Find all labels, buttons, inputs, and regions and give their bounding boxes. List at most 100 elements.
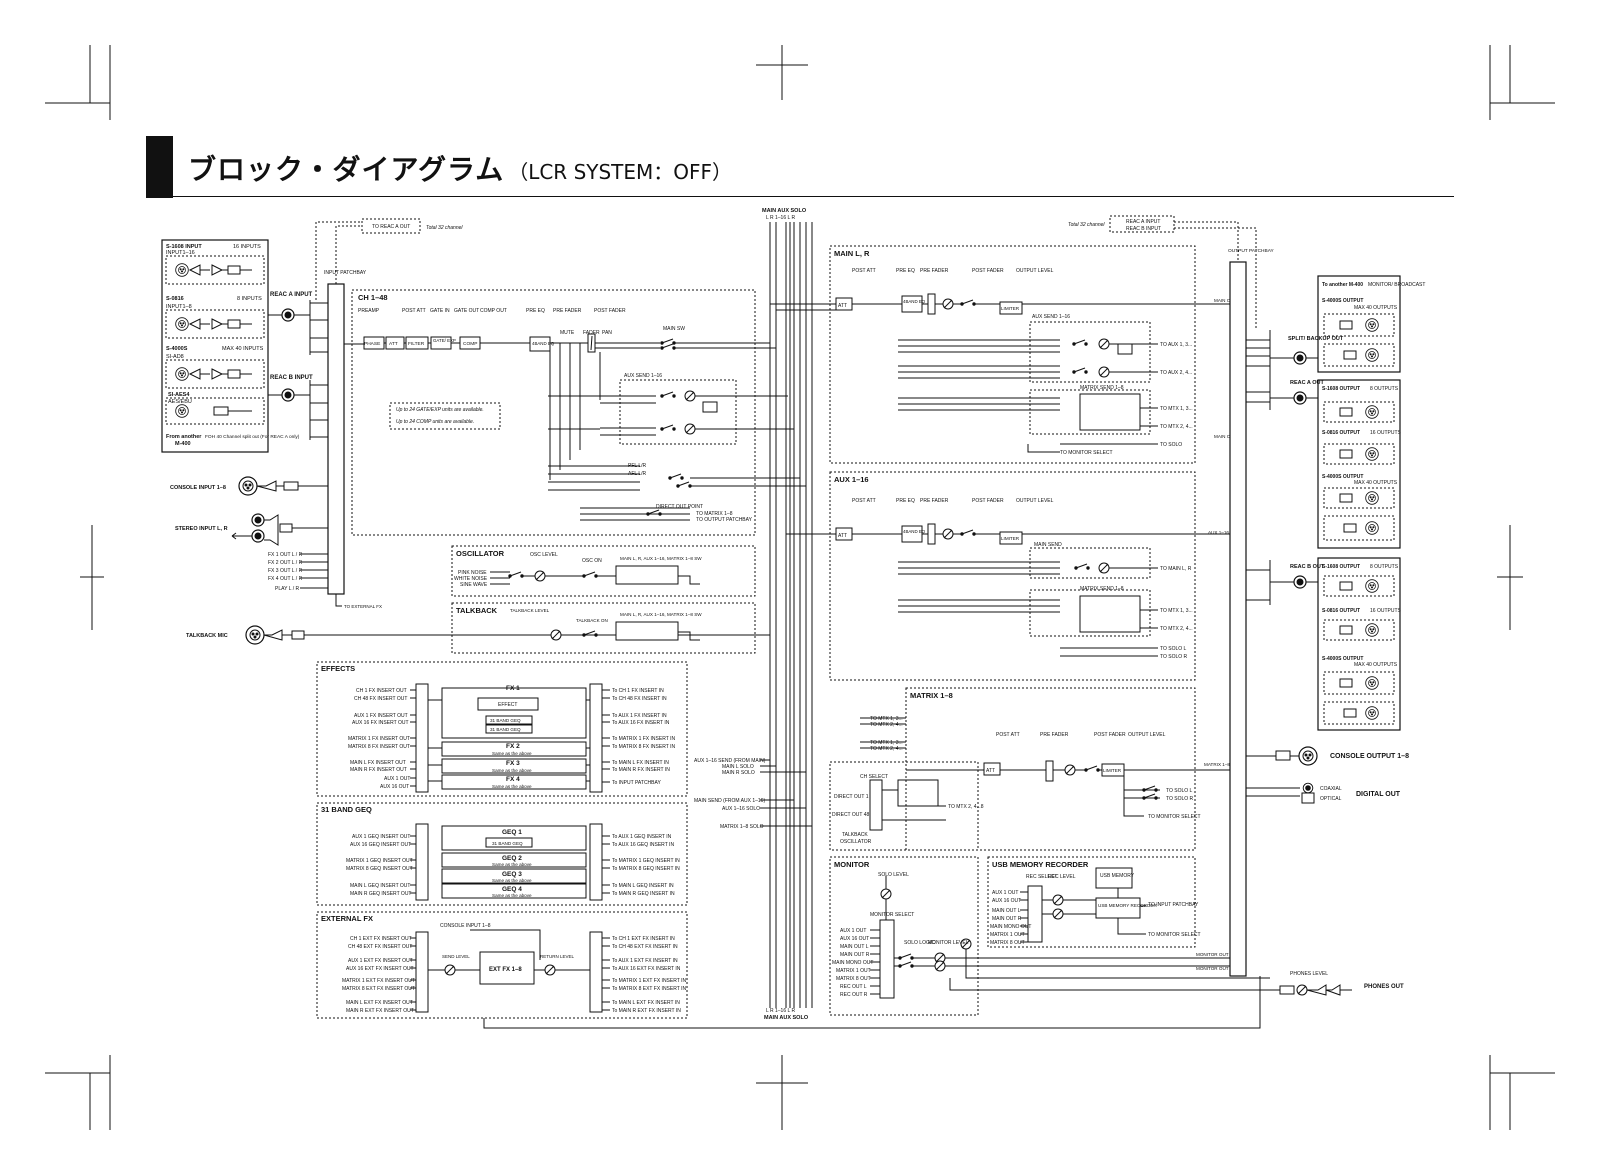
usb-in-2: MAIN OUT L xyxy=(992,908,1021,914)
fx3-note: Same as the above xyxy=(492,768,532,773)
ch-section xyxy=(344,289,806,536)
fx-in-2: AUX 1 FX INSERT OUT xyxy=(354,713,408,719)
extfx-in-5: MATRIX 8 EXT FX INSERT OUT xyxy=(342,986,415,992)
extfx-in-2: AUX 1 EXT FX INSERT OUT xyxy=(348,958,413,964)
ch-mute: MUTE xyxy=(560,330,575,336)
optical-label: OPTICAL xyxy=(1320,796,1342,802)
extfx-out-7: To MAIN R EXT FX INSERT IN xyxy=(612,1008,681,1014)
matrix-out: MATRIX 1–8 OUT xyxy=(1204,762,1241,767)
fx1-out-label: FX 1 OUT L / R xyxy=(268,552,303,558)
matrix-talkback: TALKBACK xyxy=(842,832,868,838)
matrix-aux-solo: AUX 1–16 SOLO xyxy=(722,806,760,812)
usb-to-monitor: TO MONITOR SELECT xyxy=(1148,932,1201,938)
reac-b-input-label: REAC B INPUT xyxy=(270,375,313,381)
osc-title: OSCILLATOR xyxy=(456,549,505,558)
reac-input-labels: REAC A INPUT REAC B INPUT xyxy=(270,292,313,381)
s4000s-label: S-4000S xyxy=(166,346,188,352)
geq-title: 31 BAND GEQ xyxy=(321,805,372,814)
fx-geq-b: 31 BAND GEQ xyxy=(490,727,521,732)
fx-out-0: To CH 1 FX INSERT IN xyxy=(612,688,664,694)
usb-in-3: MAIN OUT R xyxy=(992,916,1022,922)
console-input-label: CONSOLE INPUT 1–8 xyxy=(170,485,226,491)
osc-main-sw: MAIN L, R, AUX 1–16, MATRIX 1–8 SW xyxy=(620,556,702,561)
ch-main-sw: MAIN SW xyxy=(663,326,685,332)
main-prefader: PRE FADER xyxy=(920,268,949,274)
ch-compout: COMP OUT xyxy=(480,308,507,314)
main-out-l: MAIN OUT L xyxy=(1214,298,1241,303)
aux-to-mtx-odd: TO MTX 1, 3... xyxy=(1160,608,1193,614)
coaxial-label: COAXIAL xyxy=(1320,786,1342,792)
matrix-main-send: MAIN SEND (FROM AUX 1–16) xyxy=(694,798,765,804)
fx-out-7: To MAIN R FX INSERT IN xyxy=(612,767,670,773)
mon-in-3: MAIN OUT R xyxy=(840,952,870,958)
ch-att: ATT xyxy=(389,341,398,347)
geq-out-5: To MAIN R GEQ INSERT IN xyxy=(612,891,675,897)
main-out-r: MAIN OUT R xyxy=(1214,434,1242,439)
matrix-oscillator: OSCILLATOR xyxy=(840,839,872,845)
fx-in-8: AUX 1 OUT xyxy=(384,776,410,782)
console-output-label: CONSOLE OUTPUT 1–8 xyxy=(1330,753,1409,760)
to-another-label: To another M-400 xyxy=(1322,282,1363,288)
ch-aux-send: AUX SEND 1–16 xyxy=(624,373,662,379)
ch-eq: 4BAND EQ xyxy=(532,341,555,346)
aux-postfader: POST FADER xyxy=(972,498,1004,504)
mon-in-0: AUX 1 OUT xyxy=(840,928,866,934)
extfx-console-input: CONSOLE INPUT 1–8 xyxy=(440,923,491,929)
bus-top-label: MAIN AUX SOLO xyxy=(762,208,807,214)
mon-in-7: REC OUT L xyxy=(840,984,867,990)
ch-gateout: GATE OUT xyxy=(454,308,479,314)
fx2-name: FX 2 xyxy=(506,743,520,750)
usb-title: USB MEMORY RECORDER xyxy=(992,860,1089,869)
ch-to-matrix: TO MATRIX 1–8 xyxy=(696,511,733,517)
matrix-direct-out-48: DIRECT OUT 48 xyxy=(832,812,870,818)
aux-mtxsend: MATRIX SEND 1–8 xyxy=(1080,586,1124,592)
matrix-title: MATRIX 1–8 xyxy=(910,691,953,700)
matrix-to-mtx-odd-b: TO MTX 1, 3... xyxy=(870,740,903,746)
phones-level-label: PHONES LEVEL xyxy=(1290,971,1328,977)
main-att: ATT xyxy=(838,303,847,309)
main-to-mtx-even: TO MTX 2, 4... xyxy=(1160,424,1193,430)
geq4-name: GEQ 4 xyxy=(502,886,522,893)
geq-in-2: MATRIX 1 GEQ INSERT OUT xyxy=(346,858,413,864)
fx-out-2: To AUX 1 FX INSERT IN xyxy=(612,713,667,719)
main-auxsend: AUX SEND 1–16 xyxy=(1032,314,1070,320)
ch-phase: PHASE xyxy=(364,341,380,347)
matrix-to-mtx-8: TO MTX 2, 4...8 xyxy=(948,804,984,810)
extfx-out-5: To MATRIX 8 EXT FX INSERT IN xyxy=(612,986,686,992)
digital-out-label: DIGITAL OUT xyxy=(1356,791,1401,798)
fx-effect: EFFECT xyxy=(498,702,517,708)
main-outputlevel: OUTPUT LEVEL xyxy=(1016,268,1054,274)
ch-pan: PAN xyxy=(602,330,612,336)
extfx-out-4: To MATRIX 1 EXT FX INSERT IN xyxy=(612,978,686,984)
main-to-aux-even: TO AUX 2, 4... xyxy=(1160,370,1192,376)
geq-labels: 31 BAND GEQ AUX 1 GEQ INSERT OUT AUX 16 … xyxy=(321,805,680,898)
fx1-name: FX 1 xyxy=(506,685,520,692)
fx-in-3: AUX 16 FX INSERT OUT xyxy=(352,720,409,726)
osc-talkback xyxy=(451,545,756,654)
matrix-limiter: LIMITER xyxy=(1103,768,1122,773)
to-reac-a-out xyxy=(315,218,421,300)
main-eq: 4BAND EQ xyxy=(903,299,926,304)
osc-pink: PINK NOISE xyxy=(458,570,487,576)
reac-inputs xyxy=(268,300,328,440)
monitor-out-r: MONITOR OUT R xyxy=(1196,966,1234,971)
matrix-section xyxy=(760,687,1230,851)
fx-in-7: MAIN R FX INSERT OUT xyxy=(350,767,407,773)
main-section xyxy=(770,245,1230,464)
mon-in-4: MAIN MONO OUT xyxy=(832,960,873,966)
extfx-out-0: To CH 1 EXT FX INSERT IN xyxy=(612,936,675,942)
extfx-out-3: To AUX 16 EXT FX INSERT IN xyxy=(612,966,681,972)
geq-section xyxy=(316,802,688,906)
fx2-note: Same as the above xyxy=(492,751,532,756)
aux-eq: 4BAND EQ xyxy=(903,529,926,534)
extfx-send-level: SEND LEVEL xyxy=(442,954,470,959)
aux-section xyxy=(786,471,1230,681)
extfx-in-6: MAIN L EXT FX INSERT OUT xyxy=(346,1000,413,1006)
geq-out-2: To MATRIX 1 GEQ INSERT IN xyxy=(612,858,680,864)
monitor-title: MONITOR xyxy=(834,860,870,869)
effects-title: EFFECTS xyxy=(321,664,355,673)
phones-out-label: PHONES OUT xyxy=(1364,984,1404,990)
fx-in-9: AUX 16 OUT xyxy=(380,784,409,790)
console-inputs xyxy=(231,476,770,645)
monitor-labels: MONITOR SOLO LEVEL MONITOR SELECT SOLO L… xyxy=(832,860,1234,998)
